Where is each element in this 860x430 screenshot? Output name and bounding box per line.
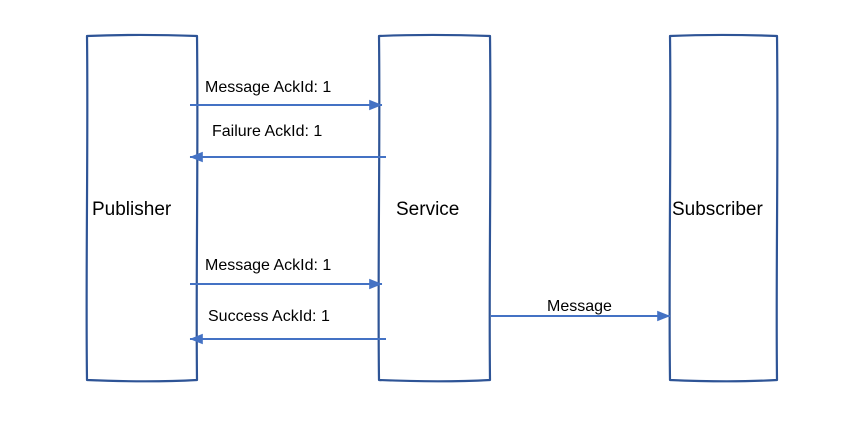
lifeline-box-subscriber[interactable] bbox=[668, 33, 779, 383]
message-label-msg-1: Message AckId: 1 bbox=[205, 79, 332, 96]
message-label-msg-3: Message AckId: 1 bbox=[205, 257, 332, 274]
lifeline-box-publisher[interactable] bbox=[85, 33, 199, 383]
message-label-msg-4: Success AckId: 1 bbox=[208, 308, 330, 325]
message-label-msg-5: Message bbox=[547, 298, 612, 315]
lifeline-label-service: Service bbox=[396, 199, 460, 220]
message-label-msg-2: Failure AckId: 1 bbox=[212, 123, 323, 140]
lifeline-box-service[interactable] bbox=[377, 33, 492, 383]
lifeline-label-subscriber: Subscriber bbox=[672, 199, 763, 220]
lifeline-label-publisher: Publisher bbox=[92, 199, 172, 220]
